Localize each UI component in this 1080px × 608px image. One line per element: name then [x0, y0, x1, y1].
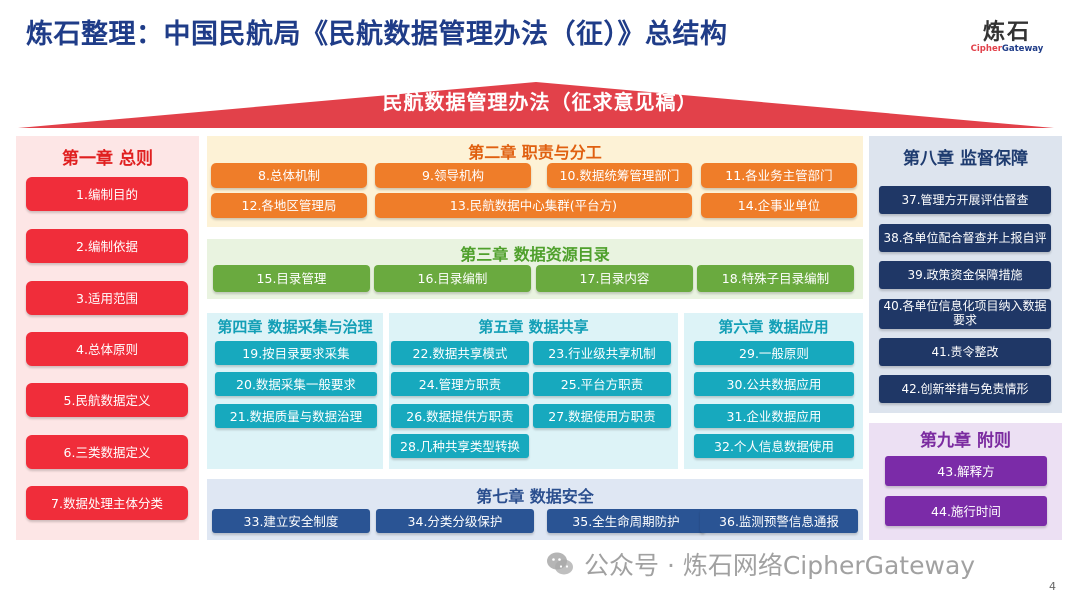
logo-english: CipherGateway [970, 44, 1044, 54]
item-29[interactable]: 29.一般原则 [694, 341, 854, 365]
roof-triangle [18, 82, 1054, 128]
chapter-5-title: 第五章 数据共享 [478, 318, 589, 336]
item-16[interactable]: 16.目录编制 [374, 265, 531, 292]
item-15[interactable]: 15.目录管理 [213, 265, 370, 292]
chapter-3-panel: 第三章 数据资源目录 15.目录管理 16.目录编制 17.目录内容 18.特殊… [207, 239, 863, 299]
chapter-5-panel: 第五章 数据共享 22.数据共享模式 23.行业级共享机制 24.管理方职责 2… [389, 313, 678, 469]
item-25[interactable]: 25.平台方职责 [533, 372, 671, 396]
item-18[interactable]: 18.特殊子目录编制 [697, 265, 854, 292]
item-6[interactable]: 6.三类数据定义 [26, 435, 188, 469]
item-9[interactable]: 9.领导机构 [375, 163, 531, 188]
item-22[interactable]: 22.数据共享模式 [391, 341, 529, 365]
logo: 炼石 CipherGateway [962, 14, 1052, 54]
chapter-4-panel: 第四章 数据采集与治理 19.按目录要求采集 20.数据采集一般要求 21.数据… [207, 313, 383, 469]
item-19[interactable]: 19.按目录要求采集 [215, 341, 377, 365]
wechat-icon [547, 552, 573, 575]
item-5[interactable]: 5.民航数据定义 [26, 383, 188, 417]
item-7[interactable]: 7.数据处理主体分类 [26, 486, 188, 520]
item-28[interactable]: 28.几种共享类型转换 [391, 434, 529, 458]
chapter-1-panel: 第一章 总则 1.编制目的 2.编制依据 3.适用范围 4.总体原则 5.民航数… [16, 136, 199, 540]
item-44[interactable]: 44.施行时间 [885, 496, 1047, 526]
chapter-2-panel: 第二章 职责与分工 8.总体机制 9.领导机构 10.数据统筹管理部门 11.各… [207, 136, 863, 227]
item-30[interactable]: 30.公共数据应用 [694, 372, 854, 396]
chapter-1-title: 第一章 总则 [62, 149, 153, 169]
item-21[interactable]: 21.数据质量与数据治理 [215, 404, 377, 428]
item-39[interactable]: 39.政策资金保障措施 [879, 261, 1051, 289]
item-35[interactable]: 35.全生命周期防护 [547, 509, 705, 533]
item-11[interactable]: 11.各业务主管部门 [701, 163, 857, 188]
item-38[interactable]: 38.各单位配合督查并上报自评 [879, 224, 1051, 252]
chapter-2-title: 第二章 职责与分工 [468, 143, 602, 162]
chapter-6-panel: 第六章 数据应用 29.一般原则 30.公共数据应用 31.企业数据应用 32.… [684, 313, 863, 469]
roof-label: 民航数据管理办法（征求意见稿） [382, 90, 698, 114]
item-41[interactable]: 41.责令整改 [879, 338, 1051, 366]
item-26[interactable]: 26.数据提供方职责 [391, 404, 529, 428]
watermark: 公众号 · 炼石网络CipherGateway [546, 546, 975, 582]
item-12[interactable]: 12.各地区管理局 [211, 193, 367, 218]
item-37[interactable]: 37.管理方开展评估督查 [879, 186, 1051, 214]
item-2[interactable]: 2.编制依据 [26, 229, 188, 263]
item-42[interactable]: 42.创新举措与免责情形 [879, 375, 1051, 403]
item-43[interactable]: 43.解释方 [885, 456, 1047, 486]
item-31[interactable]: 31.企业数据应用 [694, 404, 854, 428]
chapter-7-title: 第七章 数据安全 [476, 487, 594, 506]
chapter-8-title: 第八章 监督保障 [903, 149, 1028, 169]
item-13[interactable]: 13.民航数据中心集群(平台方) [375, 193, 692, 218]
item-10[interactable]: 10.数据统筹管理部门 [547, 163, 692, 188]
watermark-text: 公众号 · 炼石网络CipherGateway [584, 551, 976, 580]
item-8[interactable]: 8.总体机制 [211, 163, 367, 188]
item-4[interactable]: 4.总体原则 [26, 332, 188, 366]
chapter-4-title: 第四章 数据采集与治理 [217, 318, 373, 336]
item-23[interactable]: 23.行业级共享机制 [533, 341, 671, 365]
chapter-7-panel: 第七章 数据安全 33.建立安全制度 34.分类分级保护 35.全生命周期防护 … [207, 479, 863, 540]
item-36[interactable]: 36.监测预警信息通报 [700, 509, 858, 533]
page-number: 4 [1049, 580, 1056, 593]
item-14[interactable]: 14.企事业单位 [701, 193, 857, 218]
chapter-9-panel: 第九章 附则 43.解释方 44.施行时间 [869, 423, 1062, 540]
chapter-3-title: 第三章 数据资源目录 [460, 245, 610, 264]
item-24[interactable]: 24.管理方职责 [391, 372, 529, 396]
page-title: 炼石整理：中国民航局《民航数据管理办法（征）》总结构 [26, 19, 728, 50]
logo-chinese: 炼石 [982, 20, 1031, 45]
item-20[interactable]: 20.数据采集一般要求 [215, 372, 377, 396]
item-32[interactable]: 32.个人信息数据使用 [694, 434, 854, 458]
item-33[interactable]: 33.建立安全制度 [212, 509, 370, 533]
chapter-9-title: 第九章 附则 [920, 431, 1011, 451]
item-1[interactable]: 1.编制目的 [26, 177, 188, 211]
item-27[interactable]: 27.数据使用方职责 [533, 404, 671, 428]
chapter-6-title: 第六章 数据应用 [718, 318, 829, 336]
item-40[interactable]: 40.各单位信息化项目纳入数据要求 [879, 299, 1051, 329]
item-3[interactable]: 3.适用范围 [26, 281, 188, 315]
item-17[interactable]: 17.目录内容 [536, 265, 693, 292]
chapter-8-panel: 第八章 监督保障 37.管理方开展评估督查 38.各单位配合督查并上报自评 39… [869, 136, 1062, 413]
item-34[interactable]: 34.分类分级保护 [376, 509, 534, 533]
